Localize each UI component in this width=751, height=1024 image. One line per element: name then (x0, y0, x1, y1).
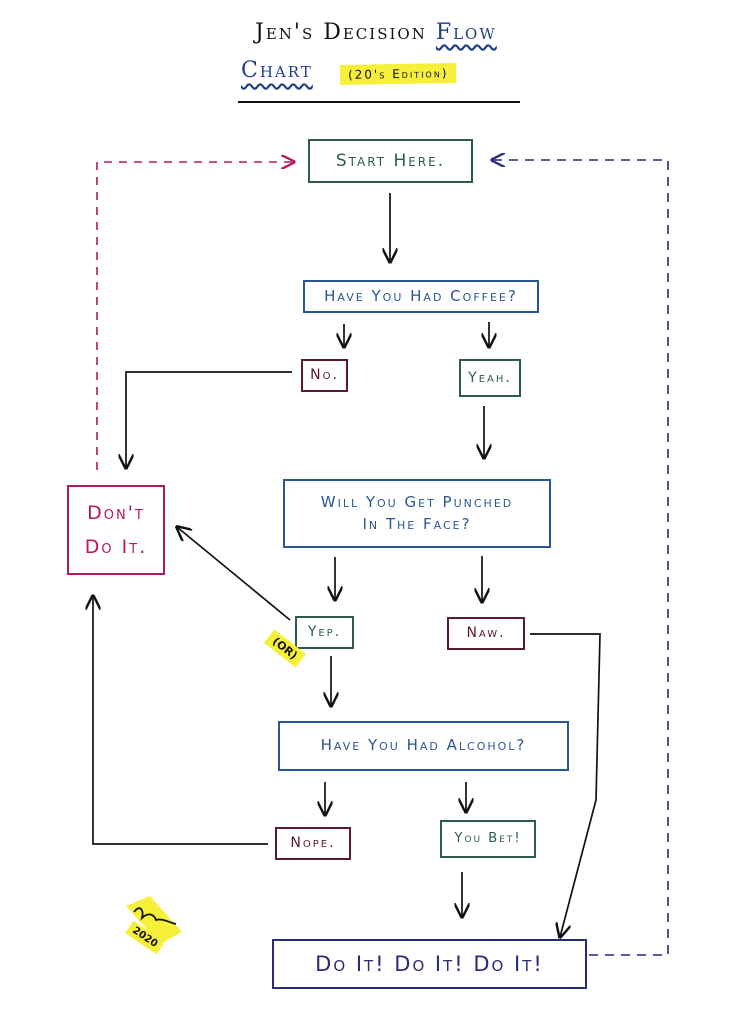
punch-question-node: Will You Get Punched In The Face? (283, 479, 551, 548)
punch-question-line1: Will You Get Punched (320, 492, 514, 511)
coffee-question-node: Have You Had Coffee? (303, 280, 539, 313)
start-node: Start Here. (308, 139, 473, 183)
arrow-nope-to-dont (93, 596, 268, 845)
dont-line1: Don't (87, 501, 145, 524)
coffee-question-label: Have You Had Coffee? (324, 286, 518, 305)
title-flow: Flow (435, 20, 497, 45)
dont-line2: Do It. (84, 536, 148, 558)
alcohol-question-node: Have You Had Alcohol? (278, 721, 569, 771)
coffee-no-node: No. (301, 359, 348, 392)
arrow-no-to-dont (126, 371, 292, 468)
title-chart-word: Chart (241, 58, 313, 83)
chart-title: Jen's Decision Flow (255, 20, 497, 45)
title-underline (238, 101, 520, 103)
punch-no-label: Naw. (466, 625, 506, 642)
dashed-loop-dont-to-start (96, 162, 294, 470)
signature-mark (126, 896, 182, 944)
punch-yes-node: Yep. (295, 616, 354, 649)
alcohol-yes-label: You Bet! (454, 830, 522, 846)
arrow-yep-to-dont (177, 527, 291, 621)
punch-no-node: Naw. (447, 617, 525, 650)
start-label: Start Here. (335, 150, 446, 171)
title-main: Jen's Decision (255, 20, 427, 45)
doit-node: Do It! Do It! Do It! (272, 939, 587, 989)
alcohol-question-label: Have You Had Alcohol? (320, 736, 527, 755)
punch-yes-label: Yep. (307, 624, 342, 641)
coffee-yes-node: Yeah. (459, 359, 521, 397)
arrow-naw-to-doit (530, 633, 601, 937)
punch-question-line2: In The Face? (362, 514, 472, 533)
alcohol-no-node: Nope. (275, 827, 351, 860)
coffee-no-label: No. (310, 367, 339, 384)
alcohol-no-label: Nope. (290, 835, 336, 852)
doit-label: Do It! Do It! Do It! (315, 951, 544, 976)
coffee-yes-label: Yeah. (468, 369, 512, 386)
alcohol-yes-node: You Bet! (440, 820, 536, 858)
dont-node: Don't Do It. (67, 485, 165, 575)
dashed-loop-doit-to-start (492, 160, 669, 956)
